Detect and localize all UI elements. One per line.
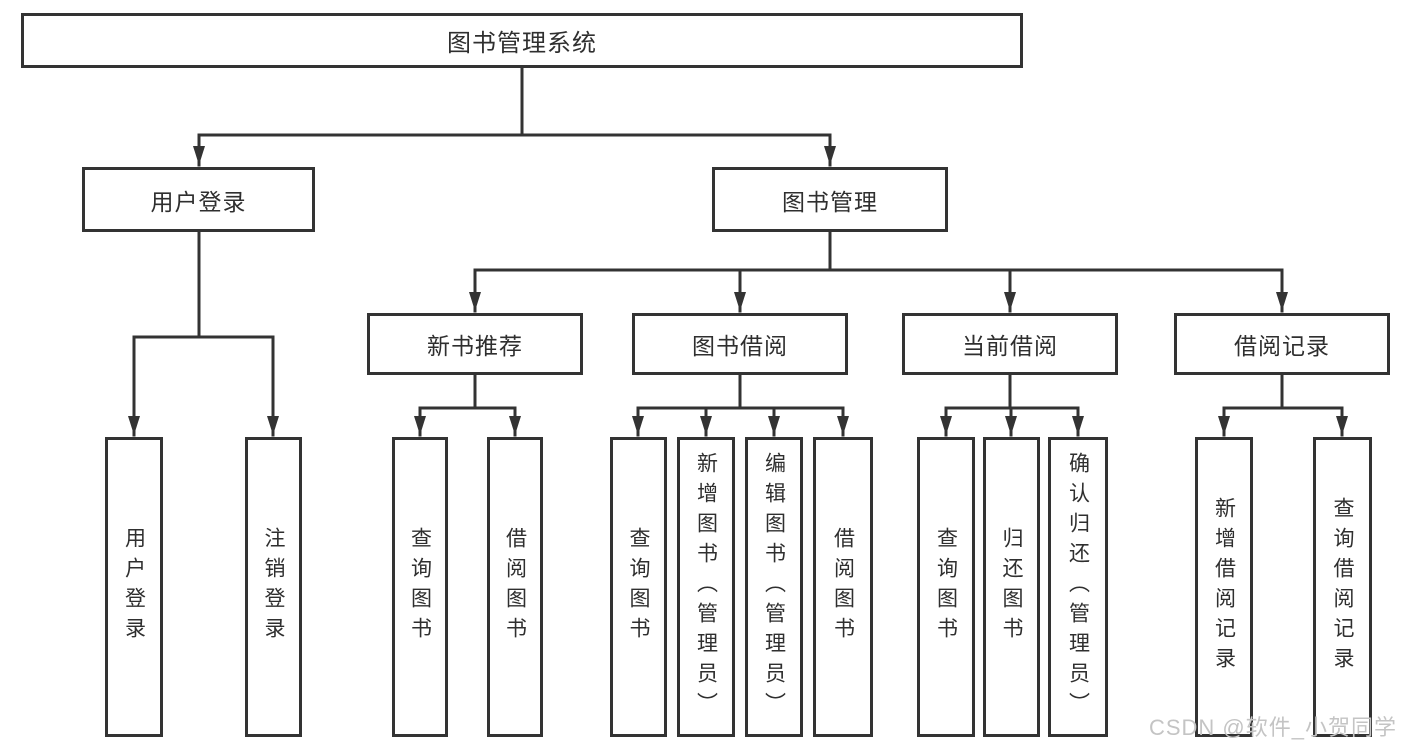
node-label: 借阅图书: [831, 527, 855, 647]
node-label: 用户登录: [122, 527, 146, 647]
node-current-borrowing: 当前借阅: [902, 313, 1118, 375]
node-label: 新书推荐: [427, 333, 523, 359]
node-user-login-group: 用户登录: [82, 167, 315, 232]
node-user-login: 用户登录: [105, 437, 163, 737]
node-add-books-admin: 新增图书（管理员）: [677, 437, 735, 737]
node-label: 注销登录: [262, 527, 285, 647]
node-label: 查询图书: [934, 527, 958, 647]
node-label: 编辑图书（管理员）: [762, 452, 786, 722]
node-label: 归还图书: [1000, 527, 1023, 647]
node-borrow-books-1: 借阅图书: [487, 437, 543, 737]
node-label: 借阅记录: [1234, 333, 1330, 359]
node-label: 借阅图书: [503, 527, 527, 647]
node-label: 新增图书（管理员）: [694, 452, 718, 722]
node-label: 查询图书: [408, 527, 432, 647]
node-library-management-system: 图书管理系统: [21, 13, 1023, 68]
node-edit-books-admin: 编辑图书（管理员）: [745, 437, 803, 737]
node-label: 用户登录: [150, 188, 247, 215]
node-borrowing-records: 借阅记录: [1174, 313, 1390, 375]
node-book-management: 图书管理: [712, 167, 948, 232]
node-label: 图书借阅: [692, 333, 788, 359]
node-label: 查询借阅记录: [1331, 497, 1354, 677]
node-label: 确认归还（管理员）: [1066, 452, 1090, 722]
node-query-books-3: 查询图书: [917, 437, 975, 737]
node-book-borrowing: 图书借阅: [632, 313, 848, 375]
node-label: 查询图书: [627, 527, 650, 647]
node-label: 新增借阅记录: [1212, 497, 1236, 677]
node-return-books: 归还图书: [983, 437, 1040, 737]
node-borrow-books-2: 借阅图书: [813, 437, 873, 737]
node-query-borrowing-record: 查询借阅记录: [1313, 437, 1372, 737]
watermark: CSDN @软件_小贺同学: [1148, 715, 1397, 740]
node-query-books-1: 查询图书: [392, 437, 448, 737]
node-label: 图书管理系统: [447, 30, 597, 57]
node-new-book-recommendation: 新书推荐: [367, 313, 583, 375]
node-query-books-2: 查询图书: [610, 437, 667, 737]
node-add-borrowing-record: 新增借阅记录: [1195, 437, 1253, 737]
node-label: 当前借阅: [962, 333, 1058, 359]
node-label: 图书管理: [782, 188, 878, 215]
node-logout: 注销登录: [245, 437, 302, 737]
node-confirm-return-admin: 确认归还（管理员）: [1048, 437, 1108, 737]
